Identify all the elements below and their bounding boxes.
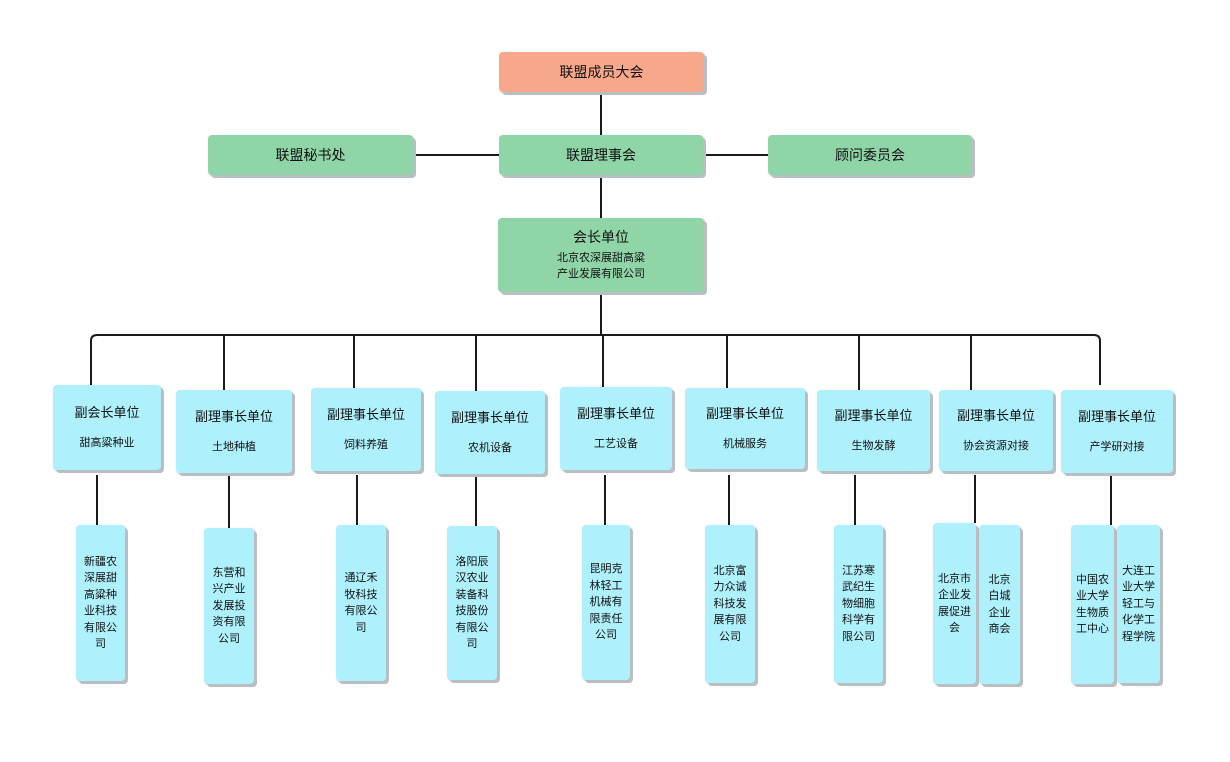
president-unit-title: 会长单位 — [573, 229, 629, 246]
unit-category: 土地种植 — [212, 440, 256, 453]
unit-category: 农机设备 — [468, 441, 512, 454]
member-company-name: 洛阳辰汉农业装备科技股份有限公司 — [455, 554, 489, 651]
council-box: 联盟理事会 — [499, 135, 703, 175]
member-company-name: 北京市企业发展促进会 — [938, 571, 971, 635]
member-assembly-box: 联盟成员大会 — [499, 52, 704, 92]
member-company-box: 洛阳辰汉农业装备科技股份有限公司 — [447, 526, 497, 680]
unit-category: 机械服务 — [723, 437, 767, 450]
unit-title: 副理事长单位 — [194, 410, 273, 425]
member-company-box: 通辽禾牧科技有限公司 — [336, 525, 386, 681]
member-company-name: 江苏寒武纪生物细胞科学有限公司 — [842, 563, 875, 643]
advisory-committee-box: 顾问委员会 — [768, 135, 972, 175]
unit-title: 副理事长单位 — [326, 408, 405, 423]
unit-category: 产学研对接 — [1089, 440, 1145, 453]
member-company-name: 大连工业大学轻工与化学工程学院 — [1122, 563, 1155, 643]
member-company-name: 新疆农深展甜高粱种业科技有限公司 — [84, 554, 117, 651]
unit-title: 副会长单位 — [74, 406, 140, 421]
vice-chair-unit-box: 副理事长单位 土地种植 — [176, 390, 292, 473]
vice-chair-unit-box: 副理事长单位 产学研对接 — [1061, 390, 1173, 473]
vice-chair-unit-box: 副理事长单位 饲料养殖 — [311, 388, 421, 471]
unit-title: 副理事长单位 — [1077, 410, 1156, 425]
member-company-name: 中国农业大学生物质工中心 — [1076, 572, 1109, 636]
member-company-box: 新疆农深展甜高粱种业科技有限公司 — [76, 525, 125, 681]
member-company-box: 大连工业大学轻工与化学工程学院 — [1117, 525, 1160, 683]
vice-chair-unit-box: 副理事长单位 生物发酵 — [817, 390, 930, 471]
vice-chair-unit-box: 副理事长单位 协会资源对接 — [939, 390, 1053, 471]
secretariat-label: 联盟秘书处 — [275, 148, 346, 164]
member-company-name: 北京白城企业商会 — [988, 572, 1011, 636]
unit-category: 工艺设备 — [594, 437, 638, 450]
unit-title: 副理事长单位 — [834, 409, 913, 424]
secretariat-box: 联盟秘书处 — [208, 135, 413, 175]
unit-title: 副理事长单位 — [956, 409, 1035, 424]
unit-category: 甜高粱种业 — [79, 436, 135, 449]
connector-bus — [90, 334, 1101, 385]
vice-president-unit-box: 副会长单位 甜高粱种业 — [53, 385, 161, 470]
unit-title: 副理事长单位 — [450, 411, 529, 426]
member-company-box: 昆明克林轻工机械有限责任公司 — [582, 525, 630, 680]
unit-title: 副理事长单位 — [576, 407, 655, 422]
vice-chair-unit-box: 副理事长单位 农机设备 — [435, 391, 545, 474]
advisory-committee-label: 顾问委员会 — [835, 148, 905, 164]
member-assembly-label: 联盟成员大会 — [559, 65, 644, 81]
member-company-name: 东营和兴产业发展投资有限公司 — [212, 565, 246, 645]
unit-category: 协会资源对接 — [963, 439, 1029, 452]
president-unit-box: 会长单位 北京农深展甜高粱 产业发展有限公司 — [498, 218, 704, 292]
member-company-box: 中国农业大学生物质工中心 — [1071, 525, 1114, 684]
member-company-box: 北京富力众诚科技发展有限公司 — [705, 525, 755, 683]
member-company-box: 东营和兴产业发展投资有限公司 — [204, 528, 254, 684]
member-company-name: 通辽禾牧科技有限公司 — [344, 571, 378, 634]
unit-category: 生物发酵 — [851, 439, 896, 452]
unit-category: 饲料养殖 — [344, 438, 388, 451]
member-company-box: 北京市企业发展促进会 — [933, 523, 976, 684]
vice-chair-unit-box: 副理事长单位 机械服务 — [685, 388, 805, 469]
president-unit-name: 北京农深展甜高粱 产业发展有限公司 — [557, 250, 645, 280]
member-company-box: 北京白城企业商会 — [979, 525, 1020, 684]
council-label: 联盟理事会 — [566, 148, 636, 164]
member-company-box: 江苏寒武纪生物细胞科学有限公司 — [834, 525, 883, 683]
member-company-name: 昆明克林轻工机械有限责任公司 — [589, 562, 623, 642]
vice-chair-unit-box: 副理事长单位 工艺设备 — [560, 387, 672, 470]
member-company-name: 北京富力众诚科技发展有限公司 — [713, 563, 747, 643]
unit-title: 副理事长单位 — [705, 407, 784, 422]
